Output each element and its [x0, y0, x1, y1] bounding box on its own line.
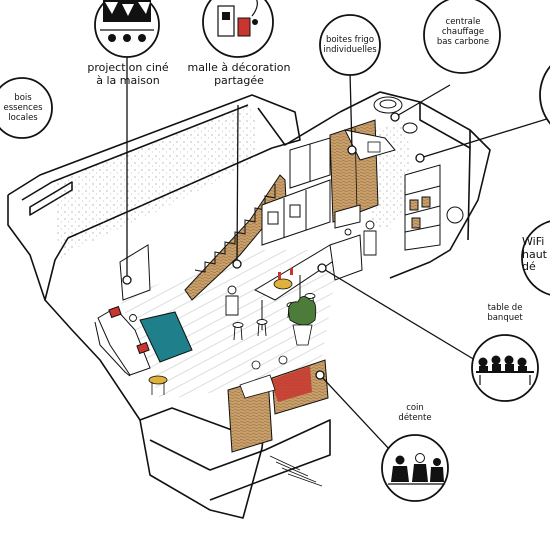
people-figures — [129, 220, 377, 322]
projector-screen — [119, 244, 151, 301]
lounge-icon — [381, 434, 449, 502]
label-malle: malle à décoration partagée — [187, 61, 291, 87]
stairs-block — [149, 419, 331, 501]
label-bois: bois essences locales — [3, 93, 43, 123]
trunk-icon — [202, 0, 274, 58]
plaster-wall — [52, 105, 256, 262]
projector-icon — [94, 0, 160, 58]
right-shelving — [404, 164, 464, 251]
lounge-booth — [227, 355, 329, 453]
table-items — [273, 268, 293, 290]
label-table: table de banquet — [487, 303, 523, 323]
callout-anchors — [122, 112, 425, 380]
heating-icon — [423, 0, 501, 74]
callout-leaders — [126, 57, 550, 451]
wood-fridge-column — [329, 119, 396, 223]
offscreen-callout-circle — [539, 65, 550, 125]
side-table — [148, 375, 168, 395]
label-wifi: WiFi haut dé — [522, 236, 547, 274]
kitchen-cabinets — [261, 137, 331, 246]
bathroom-fixtures — [373, 96, 418, 134]
wifi-icon — [521, 220, 550, 296]
partition-wall — [257, 107, 341, 146]
living-sofa — [94, 305, 193, 377]
banquet-table-icon — [471, 334, 539, 402]
wood-icon — [0, 77, 53, 139]
label-centrale: centrale chauffage bas carbone — [436, 17, 490, 47]
fridge-icon — [319, 14, 381, 76]
outer-wall-right — [339, 91, 491, 279]
label-boites: boites frigo individuelles — [323, 35, 377, 55]
label-projection: projection ciné à la maison — [87, 61, 169, 87]
label-coin: coin détente — [398, 403, 432, 423]
potted-plant — [288, 296, 317, 346]
